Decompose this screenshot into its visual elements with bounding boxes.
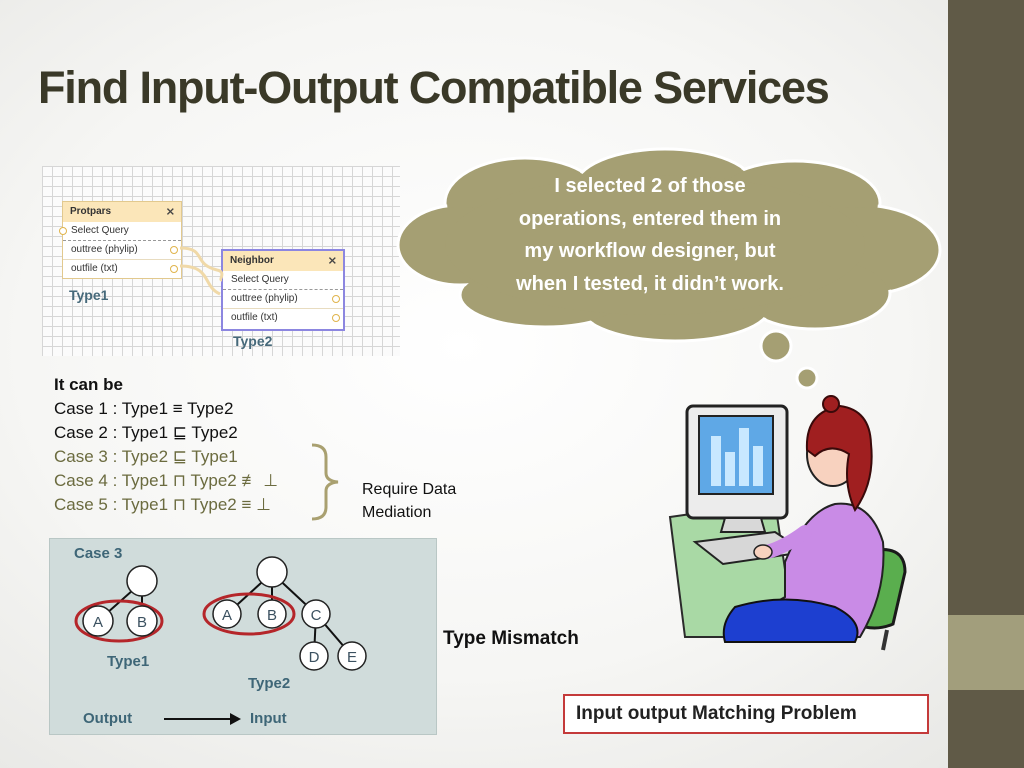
arrow-head bbox=[230, 713, 241, 725]
tree2-root-node bbox=[256, 556, 288, 588]
neighbor-row: outtree (phylip) bbox=[223, 289, 343, 308]
protpars-row: Select Query bbox=[59, 222, 181, 240]
thought-dot-large bbox=[759, 329, 793, 363]
tree2-node-e bbox=[337, 641, 367, 671]
case3-title: Case 3 bbox=[74, 545, 123, 562]
tree2-node-a bbox=[212, 599, 242, 629]
close-icon[interactable]: ⨯ bbox=[165, 206, 175, 218]
cases-list: It can be Case 1 : Type1 ≡ Type2 Case 2 … bbox=[54, 373, 278, 517]
protpars-card-title: Protpars ⨯ bbox=[63, 202, 181, 222]
protpars-row: outfile (txt) bbox=[63, 259, 181, 278]
cases-heading: It can be bbox=[54, 375, 123, 394]
close-icon[interactable]: ⨯ bbox=[327, 255, 337, 267]
person-at-computer-clipart bbox=[668, 395, 907, 651]
case-item: Case 3 : Type2 ⊑ Type1 bbox=[54, 447, 238, 466]
case3-trees: A B A B C D E bbox=[74, 556, 367, 725]
tree2-node-d-label: D bbox=[309, 649, 320, 666]
workflow-designer-panel: Protpars ⨯ Select Query outtree (phylip)… bbox=[42, 166, 400, 356]
tree1-node-b-label: B bbox=[137, 614, 147, 631]
type2-label: Type2 bbox=[233, 333, 273, 349]
tree2-node-c-label: C bbox=[311, 607, 322, 624]
case-item: Case 1 : Type1 ≡ Type2 bbox=[54, 399, 234, 418]
tree2-node-a-label: A bbox=[222, 607, 232, 624]
case-item: Case 5 : Type1 ⊓ Type2 ≡ ⊥ bbox=[54, 495, 271, 514]
type-mismatch-label: Type Mismatch bbox=[443, 628, 579, 649]
tree2-highlight bbox=[202, 592, 296, 636]
tree1-root-node bbox=[126, 565, 158, 597]
curly-bracket bbox=[311, 443, 339, 521]
problem-label-box: Input output Matching Problem bbox=[563, 694, 929, 734]
connector-lines bbox=[179, 246, 224, 296]
input-label: Input bbox=[250, 710, 287, 727]
neighbor-card[interactable]: Neighbor ⨯ Select Query outtree (phylip)… bbox=[221, 249, 345, 331]
thought-bubble-text: I selected 2 of those operations, entere… bbox=[516, 175, 784, 295]
tree1-node-a bbox=[82, 605, 114, 637]
case-item: Case 2 : Type1 ⊑ Type2 bbox=[54, 423, 238, 442]
tree1-highlight bbox=[74, 599, 164, 643]
tree1-node-b bbox=[126, 605, 158, 637]
thought-dot-small bbox=[795, 366, 819, 390]
neighbor-card-title: Neighbor ⨯ bbox=[223, 251, 343, 271]
protpars-card[interactable]: Protpars ⨯ Select Query outtree (phylip)… bbox=[59, 201, 182, 279]
neighbor-row: outfile (txt) bbox=[223, 308, 343, 327]
tree2-node-d bbox=[299, 641, 329, 671]
case3-diagram: Case 3 A B A B C D E Type1 Type2 Output … bbox=[49, 538, 437, 735]
tree2-node-e-label: E bbox=[347, 649, 357, 666]
tree2-node-b-label: B bbox=[267, 607, 277, 624]
tree1-node-a-label: A bbox=[93, 614, 103, 631]
bracket-note: Require Data Mediation bbox=[362, 481, 457, 521]
type1-label: Type1 bbox=[69, 287, 109, 303]
thought-cloud bbox=[396, 147, 942, 390]
neighbor-row: Select Query bbox=[231, 274, 289, 285]
output-label: Output bbox=[83, 710, 133, 727]
sidebar-accent-band bbox=[948, 615, 1024, 690]
tree2-node-c bbox=[301, 599, 331, 629]
tree2-node-b bbox=[257, 599, 287, 629]
slide-title: Find Input-Output Compatible Services bbox=[38, 62, 830, 113]
protpars-row: outtree (phylip) bbox=[63, 240, 181, 259]
tree2-type-label: Type2 bbox=[248, 675, 291, 692]
tree1-type-label: Type1 bbox=[107, 653, 150, 670]
case-item: Case 4 : Type1 ⊓ Type2 ≢ ⊥ bbox=[54, 471, 279, 490]
